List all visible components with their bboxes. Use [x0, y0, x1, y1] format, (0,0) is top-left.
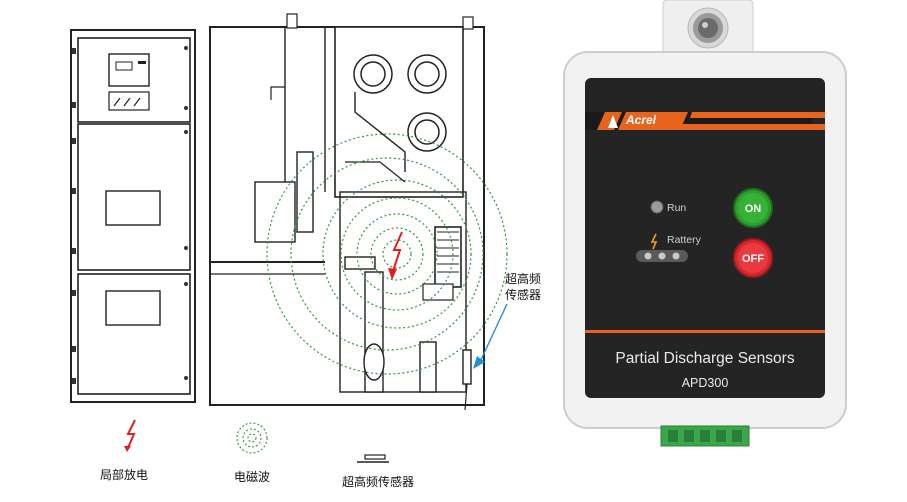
on-button[interactable]: ON — [733, 188, 773, 228]
run-indicator-led — [650, 200, 664, 214]
switchgear-front-view — [70, 29, 196, 403]
run-label: Run — [667, 202, 687, 214]
uhf-sensor-legend-icon — [357, 454, 389, 463]
legend-em-wave: 电磁波 — [234, 470, 271, 484]
off-button-label: OFF — [742, 253, 764, 265]
discharge-legend-icon — [124, 419, 136, 452]
inspection-window — [105, 290, 161, 326]
battery-label: Rattery — [667, 234, 701, 246]
device-title: Partial Discharge Sensors — [615, 350, 795, 367]
em-wave-rings — [266, 133, 508, 375]
inspection-window — [105, 190, 161, 226]
callout-line — [479, 303, 508, 363]
uhf-sensor-mounted — [462, 349, 472, 385]
sensor-callout-line1: 超高频 — [505, 272, 542, 286]
off-button[interactable]: OFF — [733, 238, 773, 278]
em-wave-legend-icon — [236, 422, 268, 454]
legend-uhf-sensor: 超高频传感器 — [342, 475, 415, 489]
legend-partial-discharge: 局部放电 — [100, 468, 149, 482]
device-model: APD300 — [681, 376, 729, 390]
on-button-label: ON — [745, 203, 762, 215]
brand-name: Acrel — [626, 113, 657, 127]
apd300-device: ON OFF — [563, 0, 847, 447]
battery-lightning-icon — [650, 233, 658, 250]
sensor-callout-line2: 传感器 — [505, 288, 542, 302]
switchgear-cross-section — [209, 13, 508, 411]
callout-arrow-icon — [473, 356, 485, 369]
discharge-bolt-icon — [391, 231, 403, 275]
front-panel — [585, 78, 825, 398]
